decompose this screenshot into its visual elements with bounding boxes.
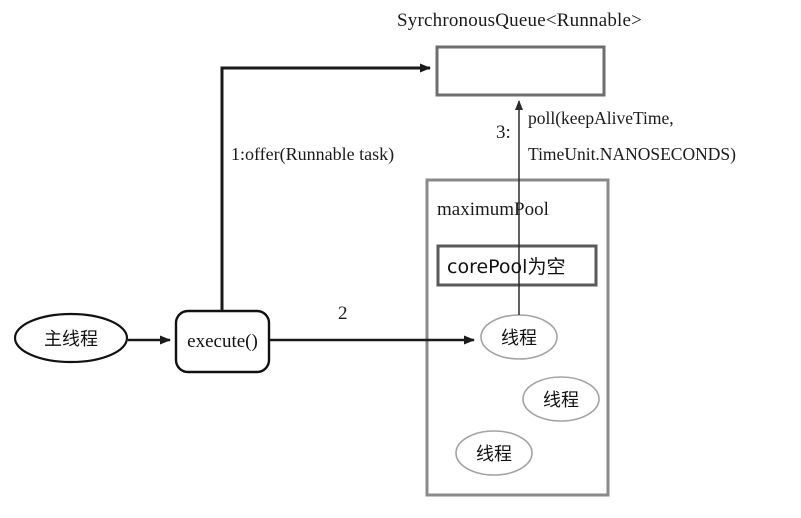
step-two-label: 2 (338, 303, 348, 324)
thread-ellipse-2 (522, 376, 600, 422)
edge-offer-to-queue (220, 63, 431, 311)
thread-ellipse-3 (455, 430, 533, 476)
main-thread-label: 主线程 (44, 329, 98, 350)
offer-edge-label: 1:offer(Runnable task) (231, 144, 395, 164)
poll-step-label: 3: (496, 122, 511, 143)
core-pool-label: corePool为空 (447, 256, 566, 278)
queue-title: SyrchronousQueue<Runnable> (397, 10, 643, 31)
thread-label-1: 线程 (501, 328, 537, 349)
maximum-pool-label: maximumPool (437, 199, 549, 220)
poll-edge-label-line1: poll(keepAliveTime, (528, 108, 674, 128)
execute-label: execute() (187, 330, 258, 352)
main-thread-ellipse (13, 312, 129, 364)
thread-label-2: 线程 (543, 390, 579, 411)
thread-label-3: 线程 (476, 444, 512, 465)
core-pool-box (436, 244, 598, 287)
synchronous-queue-box (435, 45, 606, 97)
poll-edge-label-line2: TimeUnit.NANOSECONDS) (528, 144, 736, 164)
